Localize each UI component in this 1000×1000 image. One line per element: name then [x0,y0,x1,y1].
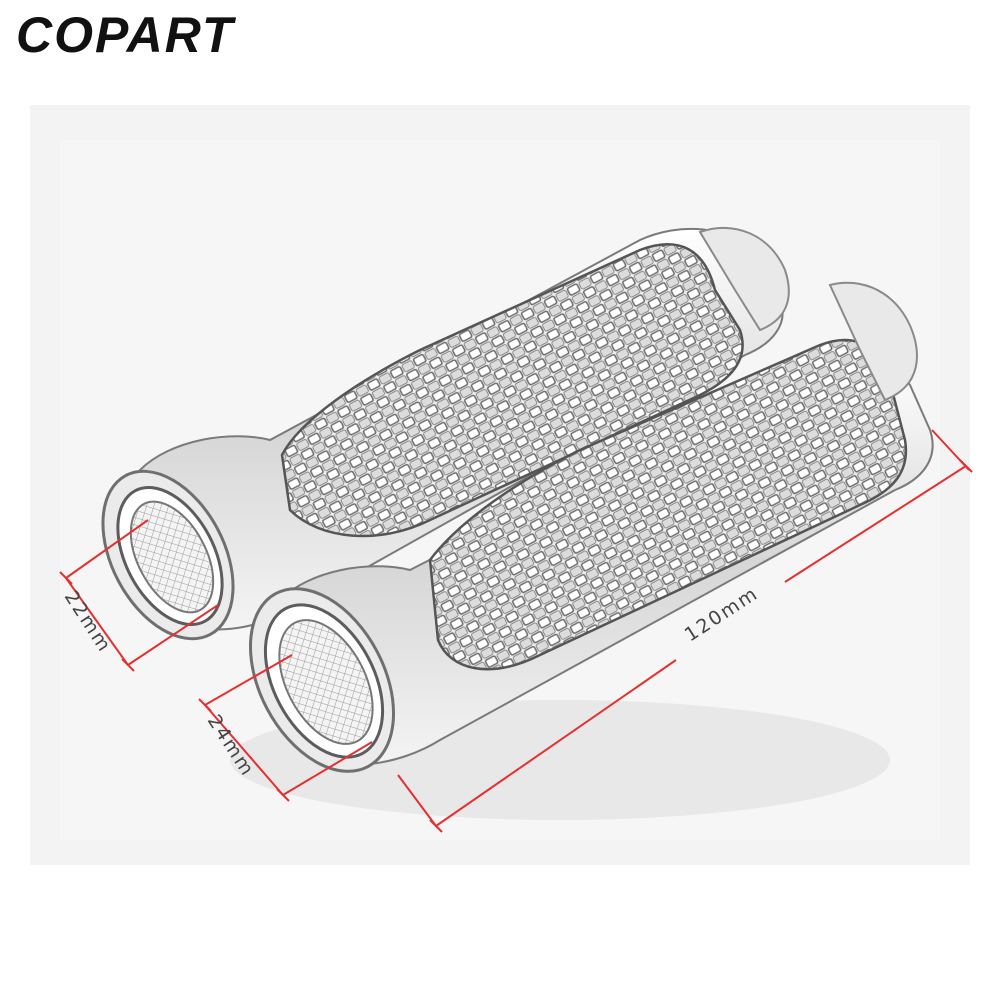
dimension-24mm [198,654,373,802]
dimension-120mm [397,429,973,833]
dimension-22mm [59,519,219,672]
brand-logo: COPART [16,7,237,63]
right-grip [248,281,934,773]
